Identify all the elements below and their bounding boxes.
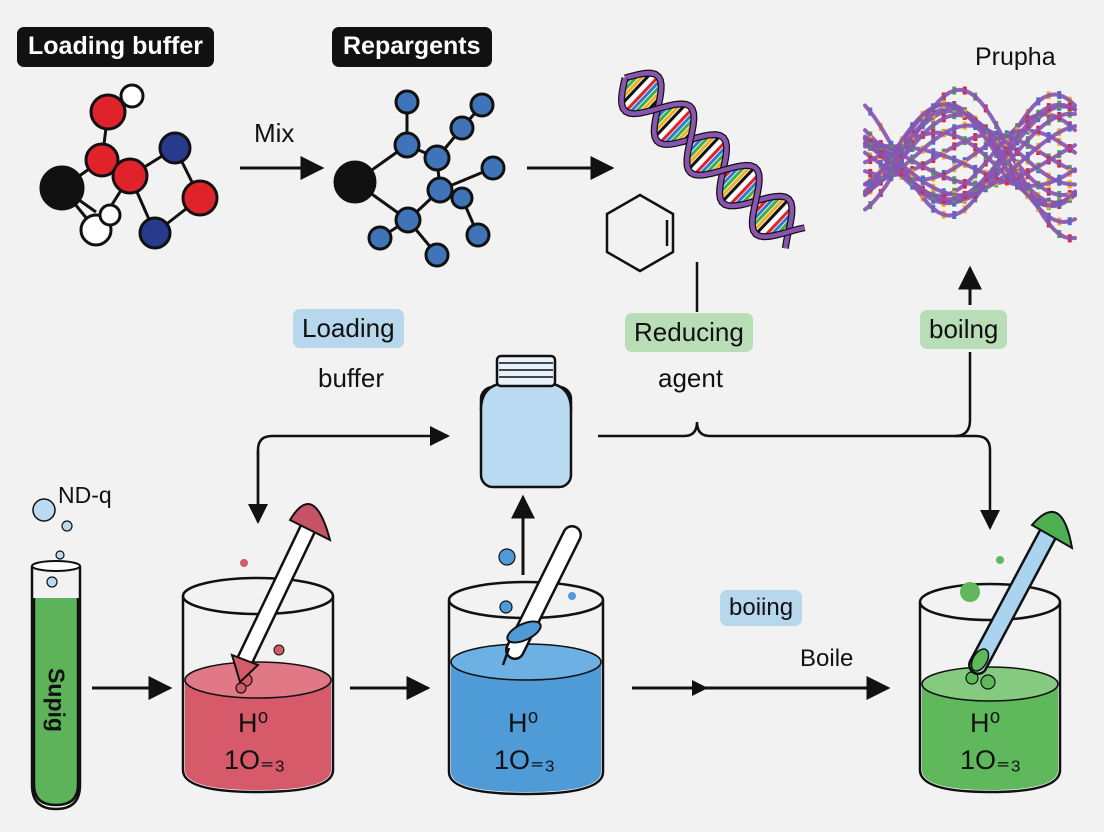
dna-base-pair (758, 201, 793, 238)
tangled-dna-strand (863, 102, 1077, 208)
boiing-tag: boiing (720, 590, 803, 626)
boile-label: Boile (800, 645, 854, 672)
molecule-mid-icon (333, 89, 506, 268)
blue-beaker-icon (447, 548, 605, 796)
dna-base-pair (693, 140, 727, 176)
dna-base-pair (668, 117, 695, 146)
tangled-dna-strand (863, 102, 1077, 202)
green-beaker-line1: H⁰ (970, 708, 1001, 738)
dna-base-pair (620, 72, 653, 106)
dna-base-pair (624, 75, 660, 113)
loading-buffer-tag: Loading (293, 309, 404, 348)
boilng-tag: boilng (920, 310, 1008, 349)
test-tube-icon (30, 498, 82, 811)
dna-base-pair (754, 198, 790, 236)
reducing-agent-tag: Reducing (625, 313, 753, 352)
dna-base-pair (655, 104, 691, 142)
red-beaker-icon (181, 559, 335, 794)
dna-base-pair (633, 83, 663, 115)
dna-base-pair (658, 107, 694, 145)
dna-base-pair (662, 111, 695, 146)
dna-base-pair (719, 164, 752, 200)
dna-base-pair (689, 136, 725, 174)
dna-base-pair (620, 72, 647, 100)
supig-label: Supig (43, 668, 70, 732)
green-beaker-icon (918, 556, 1062, 794)
blue-beaker-line1: H⁰ (508, 708, 539, 738)
dna-base-pair (720, 166, 756, 204)
red-pipette-icon (230, 503, 332, 684)
mid-arrow-head (692, 680, 708, 696)
nd-q-label: ND-q (58, 482, 112, 508)
dna-base-pair (698, 145, 728, 177)
dna-base-pair (621, 73, 657, 110)
dna-base-pair (752, 196, 787, 232)
cyclohexene-ring-icon (605, 193, 675, 273)
dna-strand (619, 77, 806, 240)
connector-lines (248, 352, 1000, 530)
red-beaker-line1: H⁰ (238, 708, 269, 738)
green-pipette-icon (968, 510, 1074, 675)
dna-base-pair (728, 173, 760, 207)
dna-base-pair (628, 79, 662, 115)
dna-strand (624, 70, 795, 249)
loading-buffer-tag-line2: buffer (318, 363, 385, 393)
molecule-left-icon (39, 83, 219, 250)
dna-base-pair (718, 164, 747, 195)
tangled-dna-icon (863, 86, 1077, 243)
loading-buffer-top-label: Loading buffer (17, 27, 214, 67)
dna-base-pair (763, 206, 793, 238)
red-beaker-line2: 1O₌₃ (224, 745, 286, 775)
reagent-bottle-icon (479, 354, 573, 489)
green-beaker-line2: 1O₌₃ (960, 745, 1022, 775)
dna-base-pair (751, 195, 783, 228)
dna-base-pair (733, 178, 761, 207)
mix-label: Mix (254, 118, 295, 148)
dna-base-pair (687, 134, 722, 171)
repargents-label: Repargents (332, 27, 492, 67)
dna-base-pair (653, 103, 687, 139)
prupha-label: Prupha (975, 43, 1056, 71)
dna-helix-icon (617, 69, 806, 249)
reducing-agent-tag-line2: agent (658, 363, 724, 393)
blue-beaker-line2: 1O₌₃ (494, 745, 556, 775)
dna-base-pair (653, 102, 682, 134)
dna-base-pair (723, 169, 759, 206)
blue-pipette-icon (501, 525, 582, 666)
dna-base-pair (685, 133, 718, 167)
